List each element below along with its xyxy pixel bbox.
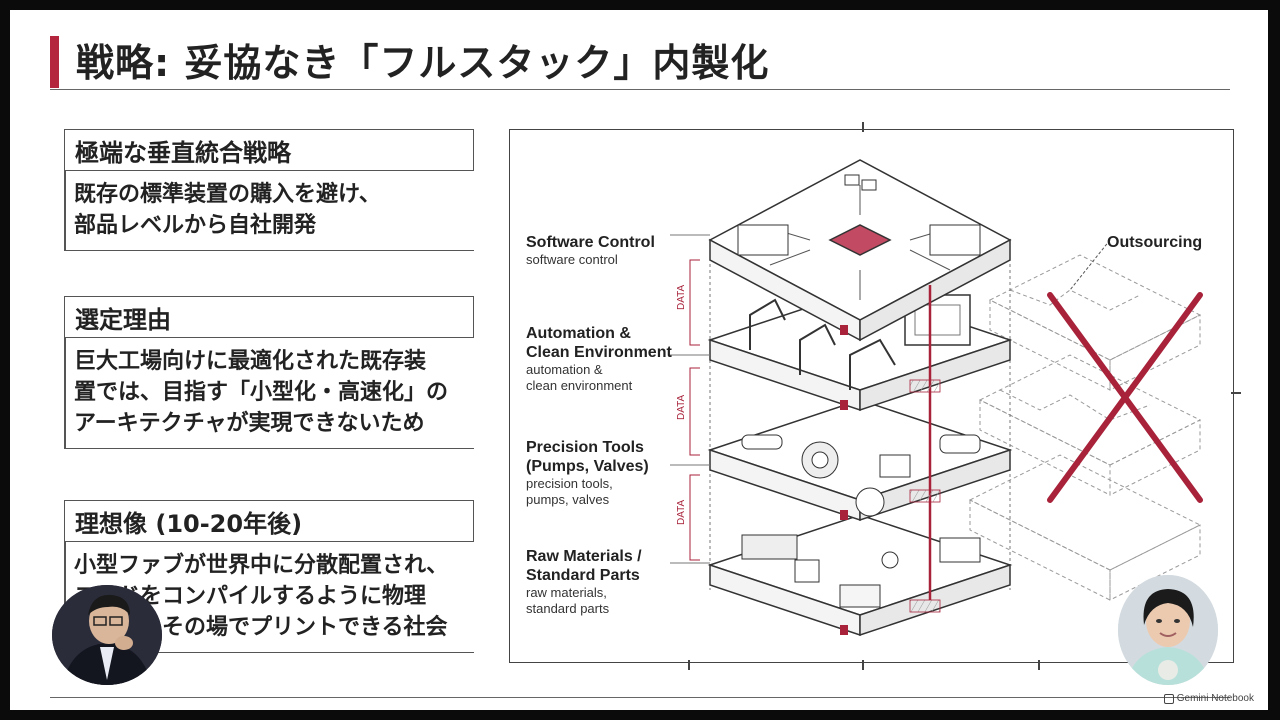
outsourcing-cross-icon <box>1047 292 1203 503</box>
layer-subtitle: standard parts <box>526 601 610 616</box>
section-line: 部品レベルから自社開発 <box>74 213 317 238</box>
webcam-presenter-right <box>1118 575 1218 685</box>
layer-subtitle: raw materials, <box>526 585 607 600</box>
stack-illustration: DATA DATA DATA <box>670 159 1203 637</box>
watermark-text: Gemini Notebook <box>1176 693 1254 704</box>
person-avatar-icon <box>52 585 162 685</box>
layer-title: Raw Materials / <box>526 548 642 565</box>
watermark: Gemini Notebook <box>1163 693 1254 704</box>
slide-title: 戦略: 妥協なき「フルスタック」内製化 <box>76 41 770 85</box>
bottom-divider <box>50 697 1230 698</box>
section-line: 既存の標準装置の購入を避け、 <box>74 182 381 207</box>
layer-subtitle: clean environment <box>526 378 633 393</box>
section-vertical-integration: 極端な垂直統合戦略 既存の標準装置の購入を避け、 部品レベルから自社開発 <box>64 129 474 251</box>
data-bracket-label-3: DATA <box>676 499 687 525</box>
section-line: アーキテクチャが実現できないため <box>74 411 425 436</box>
section-body: 既存の標準装置の購入を避け、 部品レベルから自社開発 <box>64 171 474 251</box>
layer-title: Precision Tools <box>526 439 644 456</box>
person-avatar-icon <box>1118 575 1218 685</box>
label-automation: Automation & Clean Environment automatio… <box>526 324 672 394</box>
section-heading: 極端な垂直統合戦略 <box>64 129 474 171</box>
label-outsourcing: Outsourcing <box>1107 234 1203 251</box>
layer-subtitle: software control <box>526 252 618 267</box>
layer-raw-materials <box>707 514 1013 637</box>
label-precision-tools: Precision Tools (Pumps, Valves) precisio… <box>526 438 649 508</box>
layer-title: Clean Environment <box>526 344 672 361</box>
data-bracket-label-1: DATA <box>676 284 687 310</box>
layer-title: Standard Parts <box>526 567 640 584</box>
layer-subtitle: automation & <box>526 362 603 377</box>
section-line: 小型ファブが世界中に分散配置され、 <box>74 553 449 578</box>
title-divider <box>50 89 1230 90</box>
section-heading: 選定理由 <box>64 296 474 338</box>
stack-diagram: DATA DATA DATA Software Control software… <box>509 122 1241 670</box>
webcam-presenter-left <box>52 585 162 685</box>
title-accent-bar <box>50 36 59 88</box>
layer-subtitle: precision tools, <box>526 476 613 491</box>
label-raw-materials: Raw Materials / Standard Parts raw mater… <box>526 547 642 617</box>
label-software-control: Software Control software control <box>526 233 655 268</box>
layer-subtitle: pumps, valves <box>526 492 610 507</box>
layer-title: (Pumps, Valves) <box>526 458 649 475</box>
section-heading: 理想像 (10-20年後) <box>64 500 474 542</box>
section-reason: 選定理由 巨大工場向けに最適化された既存装 置では、目指す「小型化・高速化」の … <box>64 296 474 449</box>
section-line: 置では、目指す「小型化・高速化」の <box>74 380 449 405</box>
layer-precision-tools <box>707 399 1013 522</box>
notebook-logo-icon <box>1163 693 1174 704</box>
layer-title: Automation & <box>526 325 631 342</box>
outsourcing-ghost-blocks <box>968 254 1202 601</box>
slide: 戦略: 妥協なき「フルスタック」内製化 極端な垂直統合戦略 既存の標準装置の購入… <box>10 10 1268 710</box>
section-line: 巨大工場向けに最適化された既存装 <box>74 349 427 374</box>
layer-title: Software Control <box>526 234 655 251</box>
data-bracket-label-2: DATA <box>676 394 687 420</box>
section-body: 巨大工場向けに最適化された既存装 置では、目指す「小型化・高速化」の アーキテク… <box>64 338 474 449</box>
layer-software-control <box>708 159 1012 342</box>
